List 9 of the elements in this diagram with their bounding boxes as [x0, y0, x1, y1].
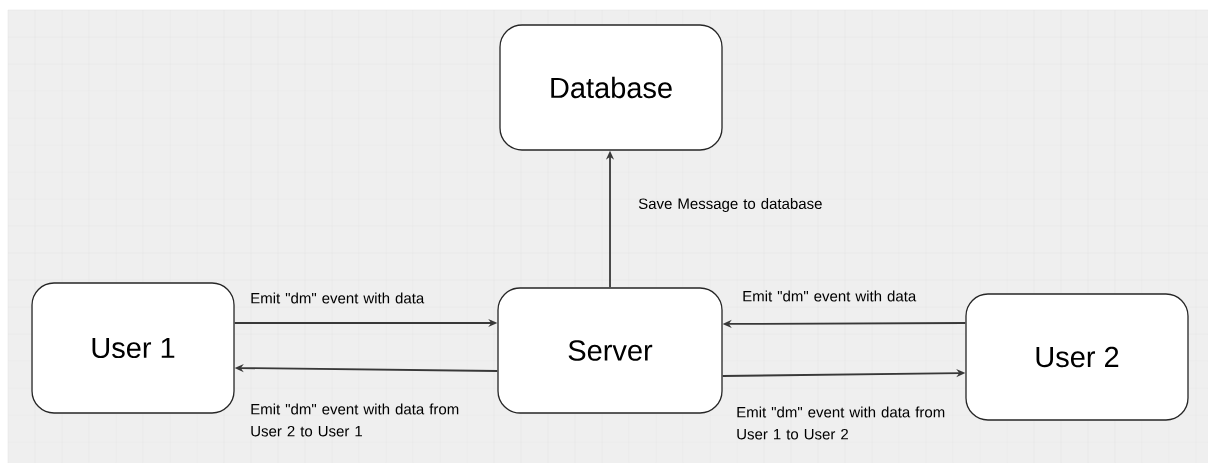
process-box: Server [497, 287, 723, 414]
edge-label: Emit "dm" event with data from User 1 to User 2 [737, 406, 945, 440]
edge-label: Emit "dm" event with data from User 2 to User 1 [251, 403, 459, 437]
edge-label: Emit "dm" event with data [251, 292, 425, 304]
edge-label: Emit "dm" event with data [743, 290, 917, 302]
process-box: User 1 [31, 282, 235, 414]
process-box: User 2 [965, 293, 1189, 421]
edge-label: Save Message to database [638, 198, 822, 212]
process-box: Database [499, 24, 723, 151]
